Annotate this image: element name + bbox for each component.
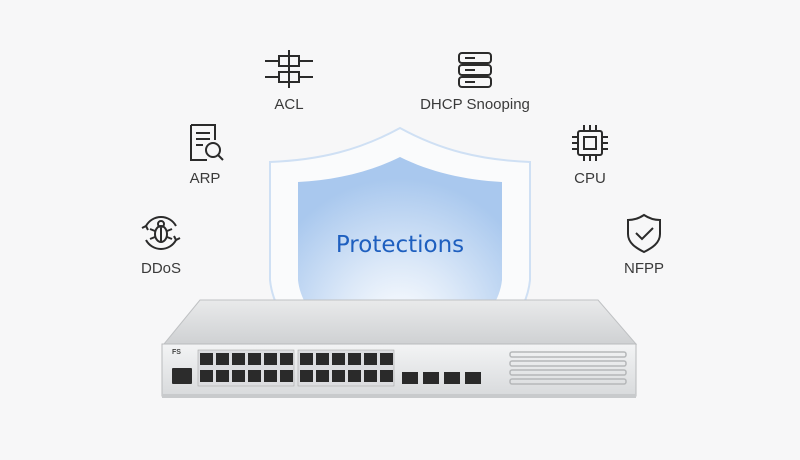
- cpu-icon: [572, 125, 608, 161]
- feature-arp: ARP: [175, 122, 235, 187]
- document-search-icon: [190, 124, 224, 161]
- feature-ddos-label: DDoS: [140, 260, 181, 277]
- feature-acl: ACL: [254, 48, 324, 113]
- acl-icon: [265, 50, 313, 88]
- feature-acl-label: ACL: [274, 96, 304, 113]
- port-block-2: [297, 349, 395, 387]
- feature-cpu: CPU: [560, 122, 620, 187]
- port-block-1: [197, 349, 295, 387]
- feature-nfpp-label: NFPP: [623, 260, 664, 277]
- shield-check-icon: [627, 213, 661, 254]
- feature-ddos: DDoS: [130, 212, 192, 277]
- feature-arp-label: ARP: [189, 170, 221, 187]
- feature-cpu-label: CPU: [574, 170, 606, 187]
- vent-slots: [509, 351, 627, 385]
- server-icon: [458, 52, 492, 88]
- feature-nfpp: NFPP: [612, 212, 676, 277]
- brand-logo: FS: [172, 349, 181, 356]
- feature-dhcp-snooping: DHCP Snooping: [410, 50, 540, 113]
- sfp-ports: [402, 372, 481, 384]
- feature-dhcp-label: DHCP Snooping: [420, 96, 530, 113]
- ddos-bug-icon: [141, 216, 181, 250]
- shield-title: Protections: [335, 232, 465, 258]
